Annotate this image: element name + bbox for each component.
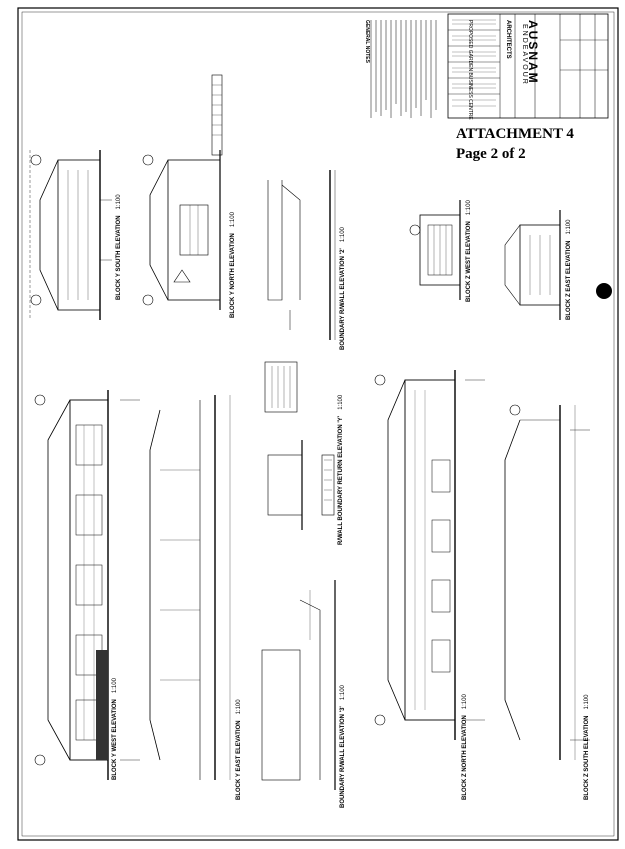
sheet-border [17,7,619,841]
drawing-block-y-south [29,150,112,320]
label-block-z-north: BLOCK Z NORTH ELEVATION1:100 [462,694,468,800]
general-notes-heading: GENERAL NOTES [364,20,370,63]
label-block-z-east: BLOCK Z EAST ELEVATION1:100 [566,219,572,320]
note-box [264,361,298,413]
drawing-block-z-east [504,210,561,320]
label-block-z-south: BLOCK Z SOUTH ELEVATION1:100 [584,694,590,800]
drawing-block-y-west [34,390,109,780]
label-block-y-east: BLOCK Y EAST ELEVATION1:100 [236,699,242,800]
label-block-y-south: BLOCK Y SOUTH ELEVATION1:100 [116,194,122,300]
title-block [447,13,609,119]
drawing-rwall-return-y [267,440,335,530]
firm-tagline: ENDEAVOUR [521,24,528,86]
drawing-boundary-rwall-3 [261,580,336,790]
attachment-title: ATTACHMENT 4 [456,126,574,142]
drawing-block-z-south [504,404,576,760]
firm-architects: ARCHITECTS [505,20,511,59]
drawing-boundary-rwall-2 [267,170,336,340]
level-markers [120,379,590,761]
drawing-block-y-east [149,395,231,780]
firm-name: AUSNAM [526,20,540,85]
ink-blot [596,283,612,299]
drawing-block-y-north [142,74,223,310]
label-block-z-west: BLOCK Z WEST ELEVATION1:100 [466,200,472,302]
label-boundary-rwall-3: BOUNDARY R/WALL ELEVATION '3'1:100 [340,685,346,808]
label-rwall-return-y: R/WALL BOUNDARY RETURN ELEVATION 'Y'1:10… [338,394,344,545]
general-notes-lines [370,20,437,118]
project-name: PROPOSED GARDEN BUSINESS CENTRE [467,20,473,120]
drawing-block-z-north [374,370,456,740]
label-boundary-rwall-2: BOUNDARY R/WALL ELEVATION '2'1:100 [340,227,346,350]
label-block-y-north: BLOCK Y NORTH ELEVATION1:100 [230,212,236,318]
drawing-block-z-west [409,200,461,300]
attachment-page: Page 2 of 2 [456,146,526,162]
label-block-y-west: BLOCK Y WEST ELEVATION1:100 [112,678,118,780]
